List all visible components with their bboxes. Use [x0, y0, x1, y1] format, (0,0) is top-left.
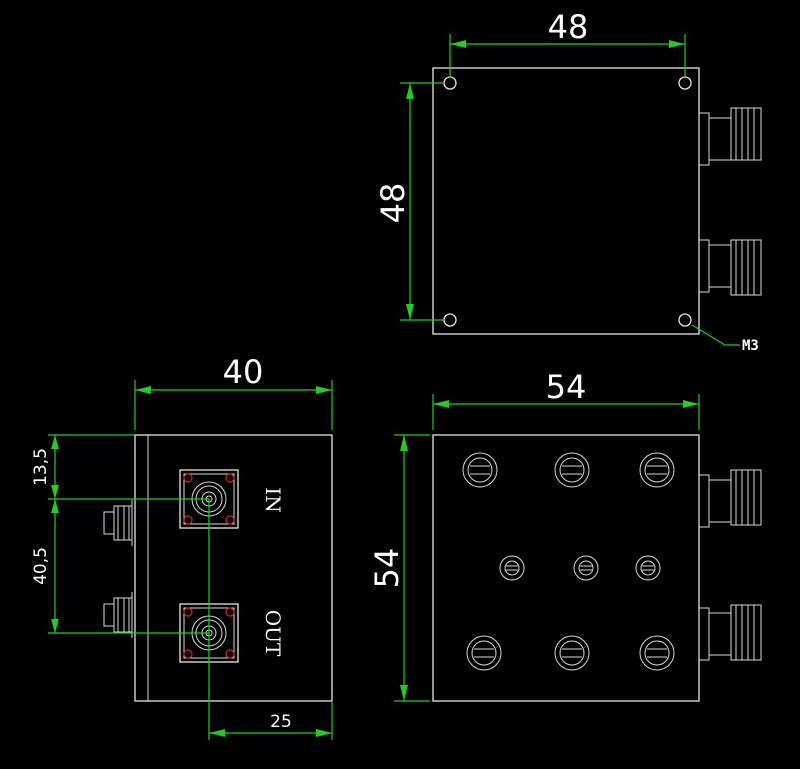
stud-1	[103, 500, 133, 546]
connector-top-2	[698, 239, 762, 296]
coupling-screw	[635, 555, 661, 581]
coupling-screw	[499, 555, 525, 581]
tuning-screw	[554, 635, 590, 671]
coupling-screw	[573, 555, 599, 581]
bottom-view-body	[432, 434, 700, 702]
connector-bottom-1	[698, 469, 762, 528]
side-view: IN OUT 40 13,5 40,5 25	[31, 353, 333, 740]
thread-label: M3	[742, 338, 759, 354]
side-view-body	[134, 434, 333, 702]
bottom-width-dim: 54	[546, 368, 587, 406]
top-width-dim: 48	[548, 8, 589, 46]
mount-hole	[443, 76, 457, 90]
port-out-label: OUT	[261, 610, 285, 657]
tuning-screw	[466, 635, 502, 671]
bottom-height-dim: 54	[368, 548, 406, 589]
side-width-dim: 40	[223, 353, 264, 391]
stud-2	[103, 592, 133, 638]
top-height-dim: 48	[374, 183, 412, 224]
top-view-body	[432, 67, 700, 335]
connector-bottom-2	[698, 604, 762, 661]
top-view: 48 48 M3	[374, 8, 762, 354]
tuning-screw	[554, 452, 590, 488]
tuning-screw	[639, 452, 675, 488]
port-in-label: IN	[261, 487, 285, 512]
tuning-screw	[639, 635, 675, 671]
tuning-screw	[462, 452, 498, 488]
bottom-view: 54 54	[368, 368, 762, 702]
mount-hole	[678, 76, 692, 90]
top-offset-dim: 13,5	[31, 448, 51, 486]
mount-hole	[443, 313, 457, 327]
port-spacing-dim: 40,5	[31, 547, 51, 585]
connector-top-1	[698, 107, 762, 166]
mount-hole	[678, 313, 692, 327]
bottom-offset-dim: 25	[270, 712, 292, 732]
